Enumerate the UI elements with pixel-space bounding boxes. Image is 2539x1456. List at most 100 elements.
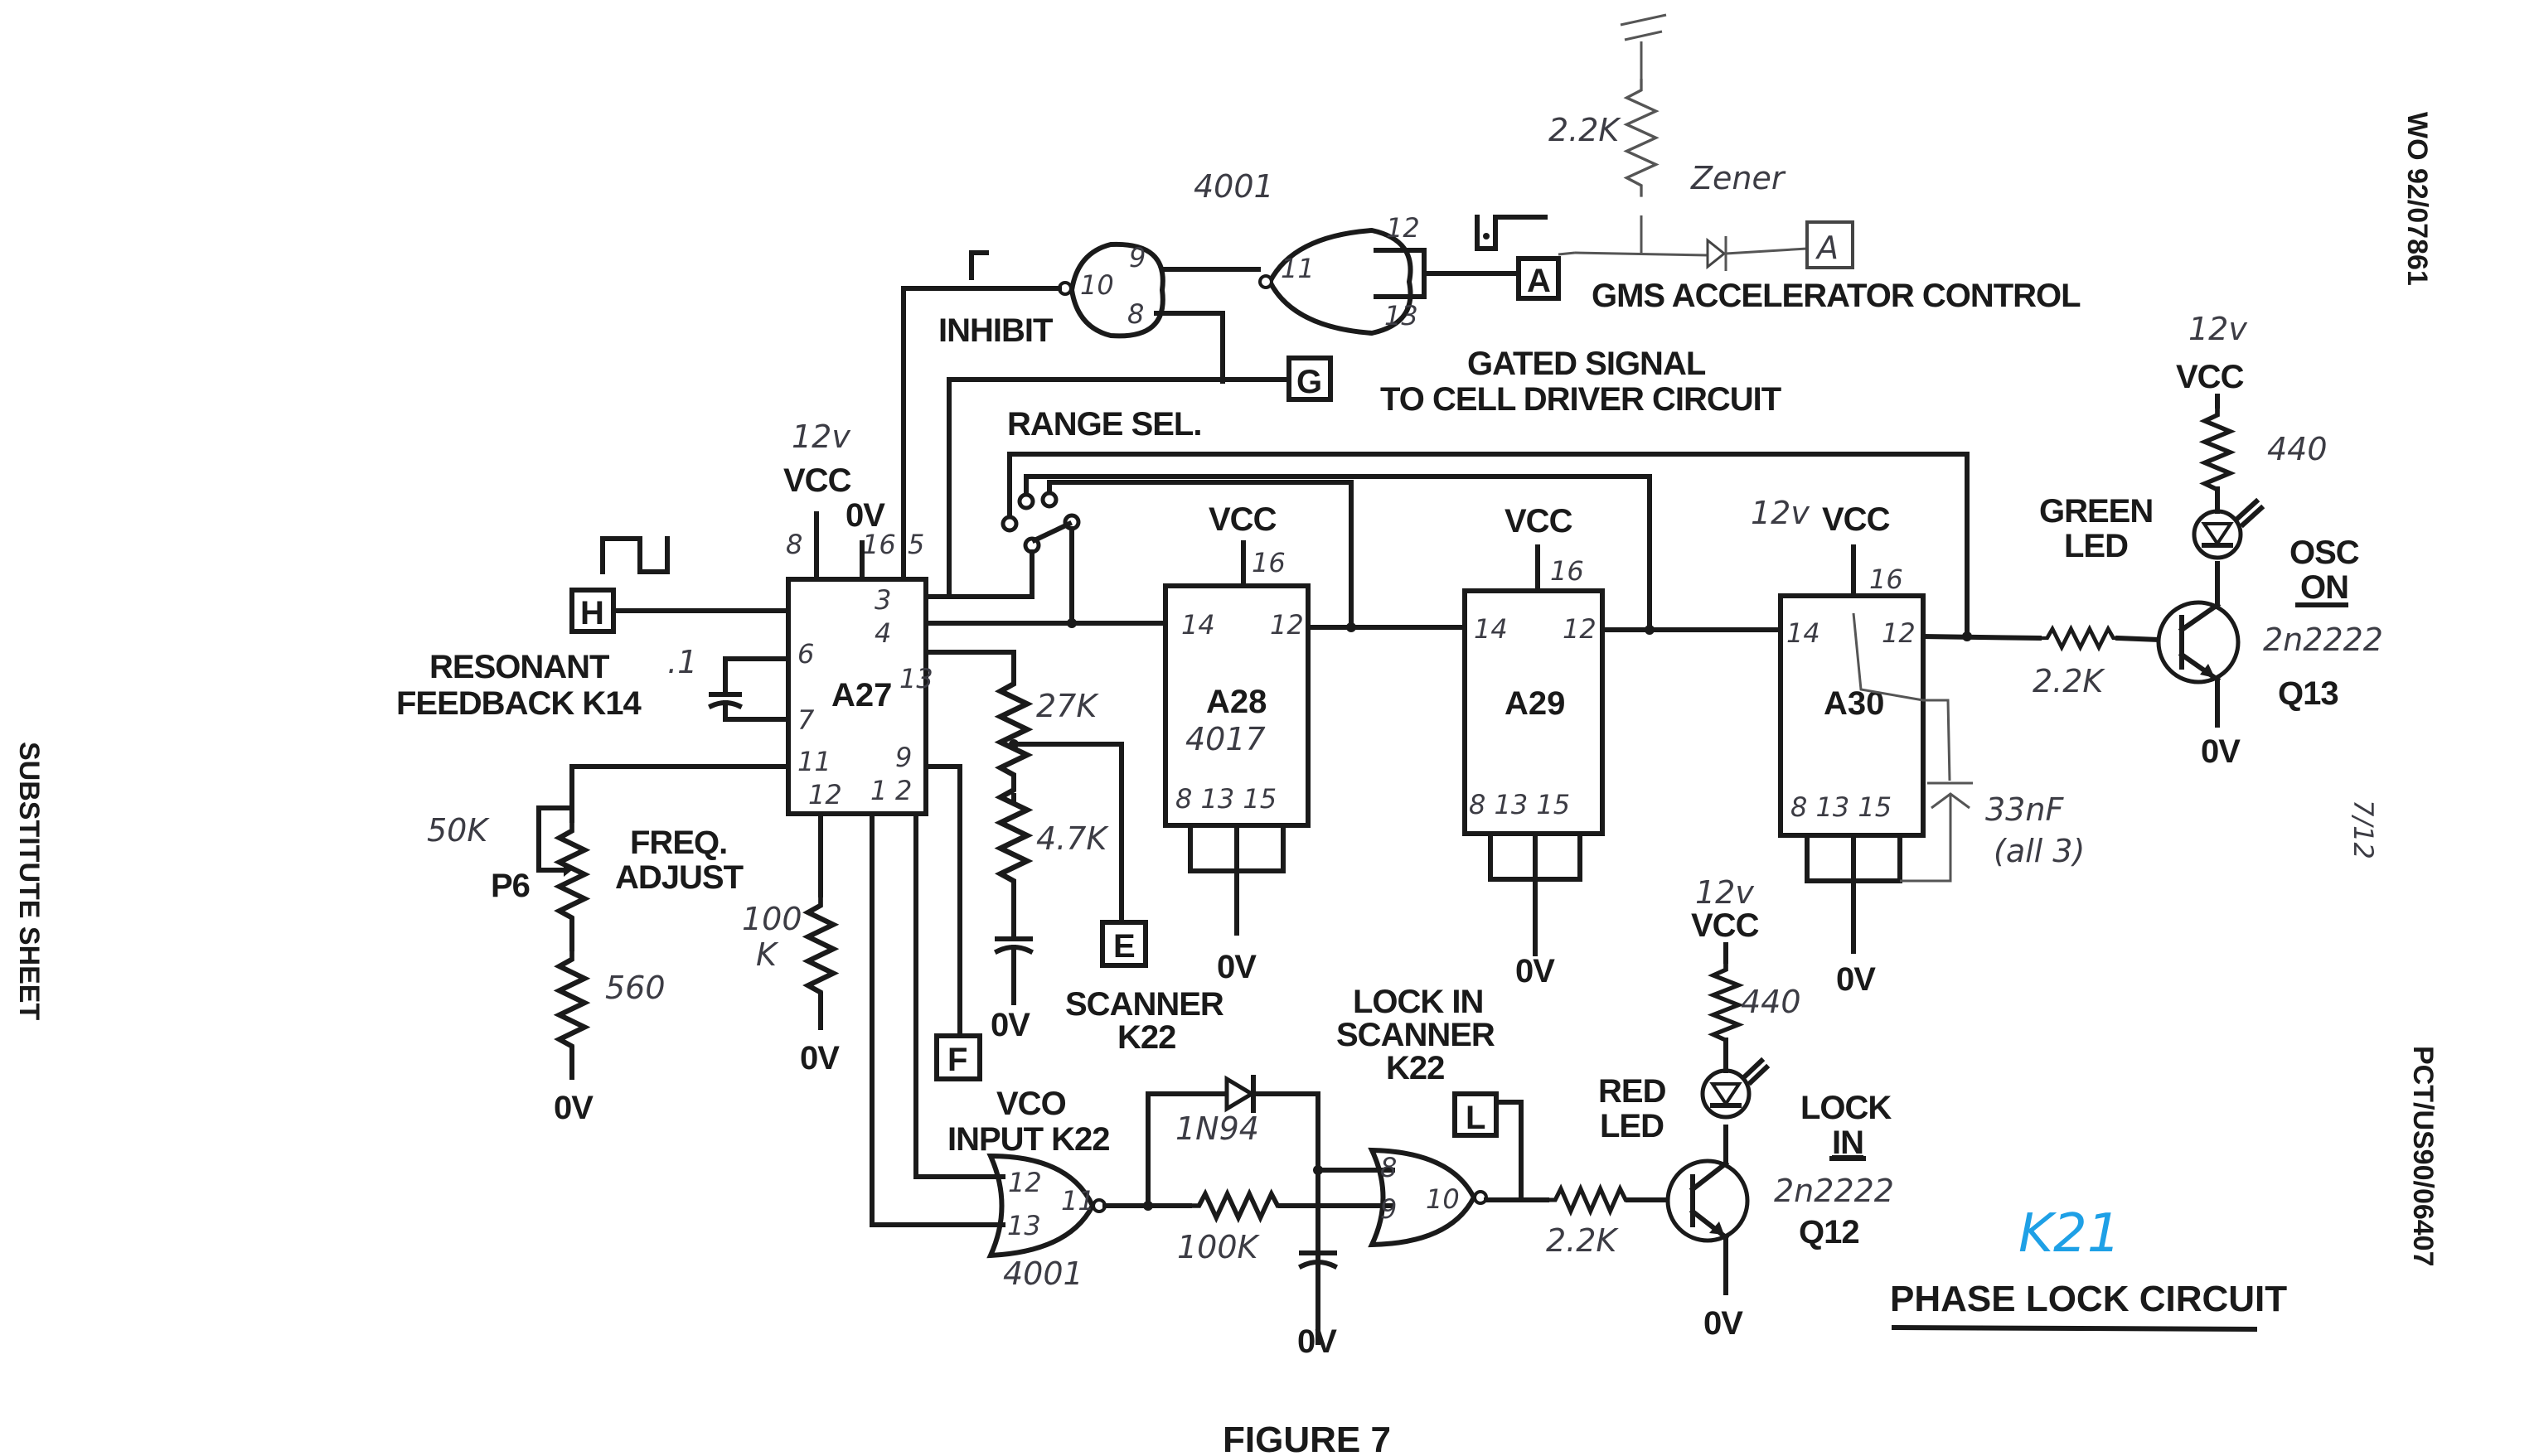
a27-vcc-label: VCC	[783, 462, 851, 499]
connector-l-label: L	[1466, 1100, 1485, 1136]
gate-inhibit-pin-out: 10	[1080, 269, 1114, 301]
junction	[1962, 631, 1972, 641]
resistor-2k2-q12	[1547, 1188, 1634, 1211]
gated-signal-label-2: TO CELL DRIVER CIRCUIT	[1380, 381, 1781, 418]
a30-bottom-pins	[1805, 833, 1902, 954]
potentiometer-p6	[560, 820, 584, 928]
range-select-switch[interactable]	[947, 452, 1970, 639]
resistor-100k-label-a: 100	[742, 901, 802, 937]
gnd-label-q12: 0V	[1703, 1305, 1743, 1342]
cap-33nf-icon	[1900, 792, 1970, 883]
red-led-icon	[1700, 1057, 1771, 1120]
a27-pin-11: 11	[797, 746, 831, 777]
resistor-100k-vco-label: 100K	[1177, 1229, 1261, 1265]
gate-vco-pin-in1: 12	[1008, 1167, 1042, 1198]
a28-pin-12: 12	[1270, 609, 1304, 641]
lock-in-label-3: K22	[1386, 1050, 1444, 1086]
gnd-label-4k7: 0V	[991, 1007, 1030, 1043]
pot-value-label: 50K	[427, 812, 490, 849]
cap-33nf-note: (all 3)	[1994, 833, 2085, 869]
junction	[1346, 622, 1356, 632]
ground-stroke	[1624, 30, 1663, 41]
square-wave-icon	[600, 536, 670, 574]
wire	[723, 700, 791, 722]
q13-label: Q13	[2278, 675, 2338, 712]
connector-a-hand	[1805, 220, 1854, 269]
green-led-icon	[2192, 497, 2265, 560]
p6-label: P6	[491, 868, 530, 904]
q12-part-label: 2n2222	[1774, 1173, 1894, 1209]
gated-signal-label-1: GATED SIGNAL	[1467, 346, 1706, 382]
resistor-100k-vco	[1190, 1194, 1287, 1218]
wire	[1146, 1091, 1229, 1208]
q12-vcc-label: VCC	[1691, 907, 1759, 944]
wire	[913, 811, 1005, 1179]
gate-inhibit-pin-in1: 9	[1129, 242, 1146, 273]
wire	[923, 764, 962, 1038]
wire	[1920, 633, 2042, 641]
a28-pin-14: 14	[1181, 609, 1215, 641]
a27-pin-12: 12	[808, 779, 842, 810]
resistor-440-q12	[1713, 961, 1738, 1048]
a30-pin-12: 12	[1882, 617, 1916, 649]
chip-a28-label: A28	[1206, 684, 1267, 720]
chip-a29-label: A29	[1505, 685, 1565, 722]
red-led-label-2: LED	[1600, 1108, 1664, 1144]
a28-vcc-label: VCC	[1209, 501, 1277, 538]
a27-pin-4: 4	[875, 617, 891, 649]
a27-pin-2: 2	[895, 775, 912, 806]
resistor-27k	[1001, 673, 1027, 786]
resistor-2k2-top	[1625, 77, 1658, 199]
cap-feedback-label: .1	[667, 644, 697, 680]
resistor-4k7-label: 4.7K	[1036, 820, 1109, 857]
a27-pin-1: 1	[870, 775, 887, 806]
red-led-label-1: RED	[1598, 1073, 1666, 1110]
nor-gate-top	[1258, 227, 1427, 336]
gate-lock-pin-in2: 9	[1380, 1193, 1397, 1225]
gate-top-pin-in2: 13	[1384, 300, 1418, 331]
connector-e-label: E	[1113, 928, 1135, 965]
a28-bottom-pins	[1188, 823, 1286, 936]
a30-pin-16: 16	[1869, 564, 1903, 595]
step-waveform-icon	[969, 250, 989, 280]
vco-label-2: INPUT K22	[947, 1121, 1110, 1158]
resistor-440-q13-label: 440	[2267, 431, 2328, 467]
junction	[1645, 625, 1655, 635]
connector-h-label: H	[580, 595, 603, 631]
connector-g	[1286, 356, 1333, 402]
gnd-label-vco-cap: 0V	[1297, 1323, 1337, 1360]
a30-vcc-label: VCC	[1822, 501, 1890, 538]
connector-f-label: F	[947, 1042, 967, 1078]
green-led-label-2: LED	[2064, 528, 2128, 564]
right-margin-top: WO 92/07861	[2401, 112, 2433, 286]
wire	[1725, 247, 1808, 255]
transistor-q13	[2156, 600, 2241, 684]
resistor-440-q12-label: 440	[1741, 984, 1801, 1020]
q12-12v-label: 12v	[1695, 874, 1754, 911]
gnd-label-560: 0V	[554, 1090, 594, 1126]
a27-pin-16: 16	[862, 529, 896, 560]
gate-top-part: 4001	[1194, 168, 1274, 205]
inhibit-label: INHIBIT	[938, 312, 1053, 349]
q13-part-label: 2n2222	[2263, 622, 2383, 658]
q12-label: Q12	[1799, 1214, 1859, 1250]
circuit-title: PHASE LOCK CIRCUIT	[1890, 1279, 2287, 1319]
diode-label: 1N94	[1175, 1110, 1259, 1147]
junction	[1067, 618, 1077, 628]
a29-pin-16: 16	[1550, 555, 1584, 587]
freq-label-2: ADJUST	[615, 859, 744, 896]
range-select-label: RANGE SEL.	[1007, 406, 1201, 443]
a28-pin-16: 16	[1252, 547, 1286, 578]
left-margin-text: SUBSTITUTE SHEET	[13, 742, 45, 1020]
gate-top-pin-out: 11	[1281, 253, 1315, 284]
chip-a28-part: 4017	[1185, 721, 1266, 757]
resistor-2k2-q13	[2039, 629, 2121, 647]
wire	[1558, 251, 1576, 256]
lock-label-2: IN	[1832, 1125, 1863, 1161]
a27-0v-label: 0V	[846, 497, 885, 534]
wire	[2115, 635, 2163, 643]
resistor-2k2-q12-label: 2.2K	[1546, 1222, 1619, 1259]
wire	[1498, 1100, 1524, 1202]
a27-pin-7: 7	[797, 704, 815, 736]
transistor-q12	[1665, 1159, 1750, 1243]
